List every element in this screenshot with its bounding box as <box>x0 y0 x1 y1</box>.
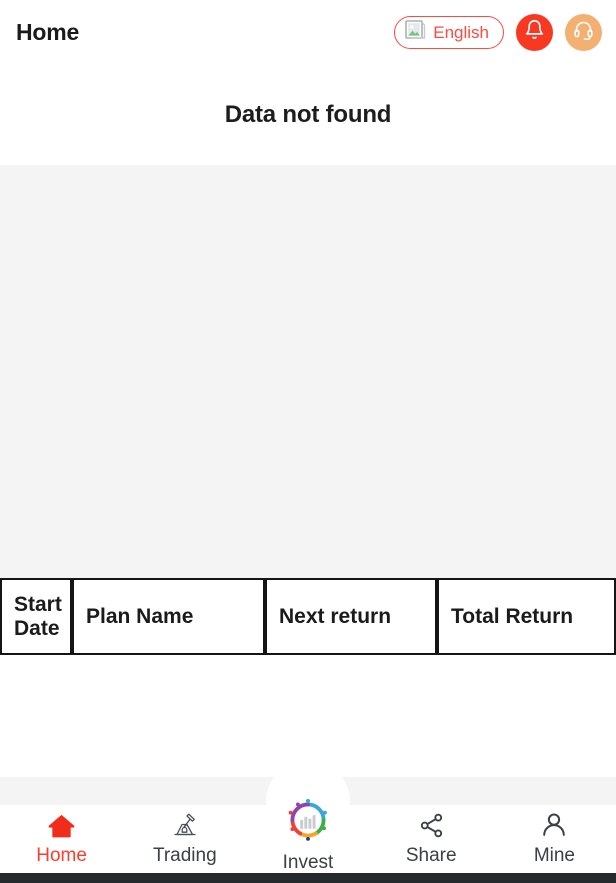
nav-label-mine: Mine <box>533 845 575 866</box>
invest-raised-circle: Invest <box>266 760 350 872</box>
content-placeholder-area <box>0 165 616 578</box>
header-actions: English <box>394 13 602 51</box>
app-header: Home English <box>0 0 616 64</box>
column-header-plan-name[interactable]: Plan Name <box>72 578 265 655</box>
share-nodes-icon <box>418 810 445 840</box>
customer-support-button[interactable] <box>565 13 602 51</box>
column-header-start-date[interactable]: Start Date <box>0 578 72 655</box>
empty-state-message: Data not found <box>224 100 392 128</box>
column-header-next-return[interactable]: Next return <box>265 578 437 655</box>
mining-pickaxe-icon <box>171 810 199 840</box>
table-empty-body-area <box>0 655 616 777</box>
notification-button[interactable] <box>516 13 553 51</box>
plans-table-wrapper: Start Date Plan Name Next return Total R… <box>0 578 616 655</box>
nav-item-invest[interactable]: Invest <box>282 798 334 873</box>
empty-state: Data not found <box>0 64 616 165</box>
nav-item-home[interactable]: Home <box>0 805 123 865</box>
language-selector[interactable]: English <box>394 15 504 49</box>
invest-ring-chart-icon <box>286 798 330 847</box>
headset-icon <box>573 19 594 45</box>
nav-item-share[interactable]: Share <box>370 805 493 865</box>
nav-label-invest: Invest <box>282 852 334 873</box>
user-icon <box>540 810 568 840</box>
table-header-row: Start Date Plan Name Next return Total R… <box>0 578 616 655</box>
plans-table: Start Date Plan Name Next return Total R… <box>0 578 616 655</box>
nav-label-trading: Trading <box>152 845 217 866</box>
page-title: Home <box>16 18 80 45</box>
nav-label-home: Home <box>36 845 87 866</box>
system-home-indicator-bar <box>0 873 616 883</box>
nav-label-share: Share <box>405 845 457 866</box>
nav-item-trading[interactable]: Trading <box>123 805 246 865</box>
picture-icon <box>405 19 426 45</box>
house-icon <box>47 810 76 840</box>
column-header-total-return[interactable]: Total Return <box>437 578 616 655</box>
nav-item-mine[interactable]: Mine <box>493 805 616 865</box>
bell-icon <box>524 19 545 45</box>
plans-table-head: Start Date Plan Name Next return Total R… <box>0 578 616 655</box>
language-label: English <box>433 22 489 42</box>
